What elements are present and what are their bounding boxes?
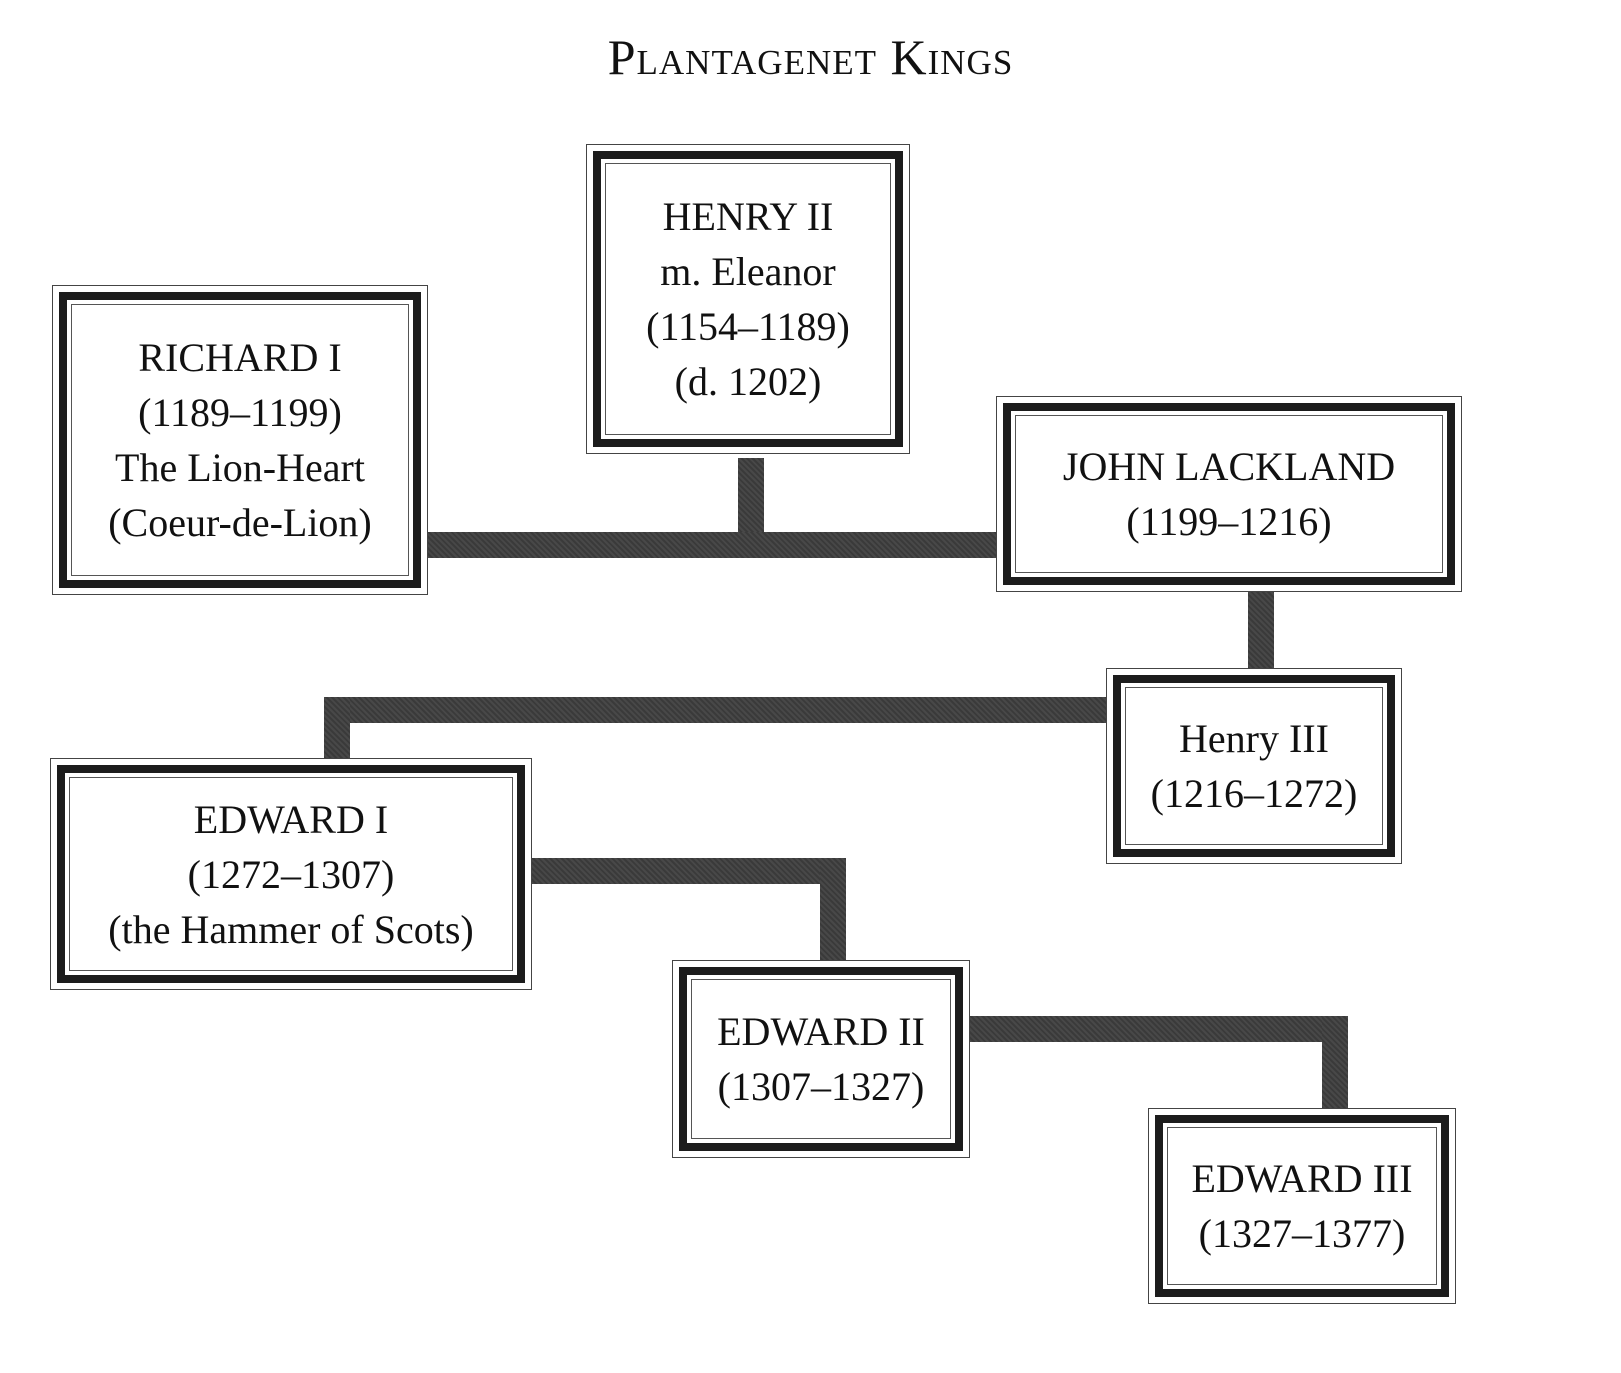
node-richard-i: RICHARD I (1189–1199) The Lion-Heart (Co… [52, 285, 428, 595]
node-edward-i: EDWARD I (1272–1307) (the Hammer of Scot… [50, 758, 532, 990]
connector-edward-ii-up [820, 858, 846, 962]
connector-edward-iii-up [1322, 1016, 1348, 1112]
edward-i-epithet: (the Hammer of Scots) [108, 906, 474, 952]
connector-edward-i-up [324, 697, 350, 767]
edward-iii-reign: (1327–1377) [1198, 1211, 1406, 1256]
henry-iii-reign: (1216–1272) [1150, 771, 1358, 816]
connector-richard-john [428, 532, 996, 558]
henry-ii-name: HENRY II [662, 194, 834, 239]
node-henry-iii: Henry III (1216–1272) [1106, 668, 1402, 864]
edward-i-reign: (1272–1307) [187, 851, 395, 897]
henry-ii-death: (d. 1202) [674, 359, 822, 404]
connector-edward-i-right [532, 858, 846, 884]
node-edward-iii: EDWARD III (1327–1377) [1148, 1108, 1456, 1304]
edward-ii-reign: (1307–1327) [717, 1064, 925, 1109]
richard-i-reign: (1189–1199) [138, 390, 342, 435]
connector-john-down [1248, 592, 1274, 672]
edward-ii-name: EDWARD II [717, 1009, 925, 1054]
henry-ii-spouse: m. Eleanor [660, 249, 836, 294]
edward-i-name: EDWARD I [193, 796, 389, 842]
connector-edward-ii-right [970, 1016, 1348, 1042]
edward-iii-name: EDWARD III [1191, 1156, 1413, 1201]
john-lackland-reign: (1199–1216) [1126, 499, 1332, 544]
node-henry-ii: HENRY II m. Eleanor (1154–1189) (d. 1202… [586, 144, 910, 454]
node-john-lackland: JOHN LACKLAND (1199–1216) [996, 396, 1462, 592]
henry-iii-name: Henry III [1179, 716, 1329, 761]
connector-henry-iii-left [324, 697, 1108, 723]
richard-i-epithet-french: (Coeur-de-Lion) [108, 500, 372, 545]
connector-henry-ii-down [738, 458, 764, 544]
node-edward-ii: EDWARD II (1307–1327) [672, 960, 970, 1158]
richard-i-name: RICHARD I [138, 335, 342, 380]
john-lackland-name: JOHN LACKLAND [1062, 444, 1396, 489]
richard-i-epithet: The Lion-Heart [115, 445, 365, 490]
henry-ii-reign: (1154–1189) [646, 304, 850, 349]
page-title: Plantagenet Kings [607, 29, 1014, 85]
